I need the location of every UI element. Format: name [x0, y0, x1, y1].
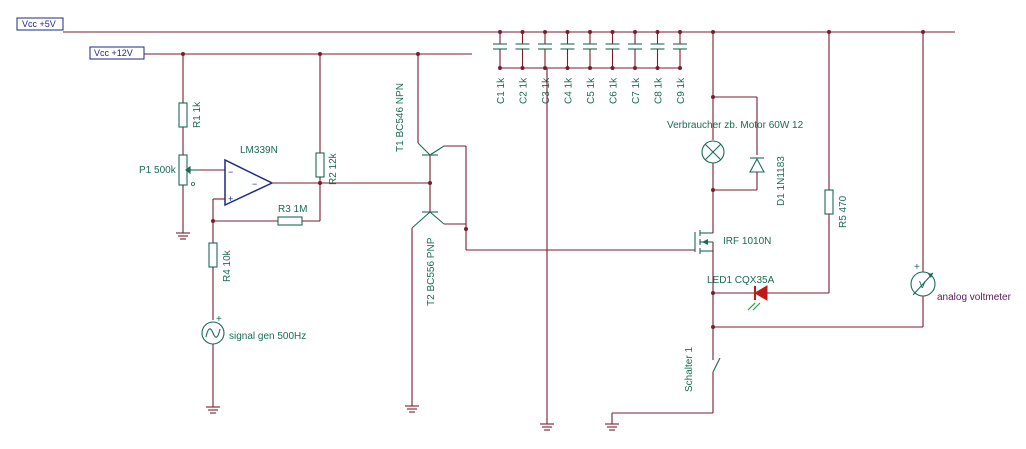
- opamp-label: LM339N: [240, 145, 278, 156]
- r5-label: R5 470: [838, 195, 849, 228]
- capacitor-5: [583, 30, 597, 70]
- capacitor-4-label: C4 1k: [564, 77, 575, 104]
- capacitor-9-label: C9 1k: [676, 77, 687, 104]
- r4-label: R4 10k: [222, 249, 233, 282]
- load-label: Verbraucher zb. Motor 60W 12: [667, 120, 804, 131]
- led1-indicator: [747, 285, 768, 311]
- svg-text:+: +: [216, 314, 222, 325]
- r1-label: R1 1k: [192, 101, 203, 128]
- capacitor-4: [560, 30, 575, 70]
- capacitor-8: [650, 30, 665, 70]
- ground-caps: [540, 423, 554, 431]
- svg-text:+: +: [914, 262, 920, 273]
- t2-label: T2 BC556 PNP: [426, 237, 437, 306]
- t1-npn-transistor: [417, 142, 445, 156]
- r1-resistor: [178, 102, 188, 128]
- voltmeter-label: analog voltmeter: [937, 292, 1012, 303]
- led1-label: LED1 CQX35A: [707, 275, 775, 286]
- capacitor-1: [493, 30, 507, 70]
- capacitor-6: [605, 30, 620, 70]
- voltmeter-symbol: V: [919, 280, 926, 291]
- capacitor-9: [673, 30, 687, 70]
- switch-label: Schalter 1: [684, 347, 695, 392]
- capacitor-7: [628, 30, 642, 70]
- ground-switch: [605, 423, 619, 431]
- signal-gen-label: signal gen 500Hz: [229, 331, 306, 342]
- d1-label: D1 1N1183: [776, 156, 787, 206]
- capacitor-2-label: C2 1k: [519, 77, 530, 104]
- capacitor-8-label: C8 1k: [654, 77, 665, 104]
- r3-resistor: [277, 216, 303, 226]
- r3-label: R3 1M: [278, 204, 307, 215]
- capacitor-1-label: C1 1k: [496, 77, 507, 104]
- ground-p1: [176, 232, 190, 240]
- irf1010n-mosfet: [694, 230, 713, 254]
- d1-diode: [749, 157, 765, 173]
- vcc5-label: Vcc +5V: [22, 19, 56, 29]
- capacitor-6-label: C6 1k: [609, 77, 620, 104]
- ground-t2: [405, 405, 419, 413]
- vcc5-rail-label: Vcc +5V: [16, 17, 64, 31]
- capacitor-3: [538, 30, 552, 70]
- ground-siggen: [206, 406, 220, 414]
- svg-text:+: +: [228, 194, 233, 204]
- capacitor-5-label: C5 1k: [586, 77, 597, 104]
- lm339n-comparator: [224, 158, 274, 207]
- schalter1-switch: [712, 357, 721, 373]
- r2-resistor: [315, 152, 325, 178]
- capacitor-2: [515, 30, 530, 70]
- t1-label: T1 BC546 NPN: [395, 83, 406, 152]
- vcc12-rail-label: Vcc +12V: [89, 46, 145, 60]
- mosfet-label: IRF 1010N: [723, 236, 771, 247]
- svg-text:−: −: [228, 167, 233, 177]
- r5-resistor: [824, 189, 834, 215]
- vcc12-label: Vcc +12V: [94, 48, 133, 58]
- r2-label: R2 12k: [328, 152, 339, 185]
- svg-text:−: −: [252, 179, 257, 189]
- r4-resistor: [208, 242, 218, 268]
- p1-label: P1 500k: [139, 165, 177, 176]
- capacitor-7-label: C7 1k: [631, 77, 642, 104]
- t2-pnp-transistor: [411, 211, 445, 229]
